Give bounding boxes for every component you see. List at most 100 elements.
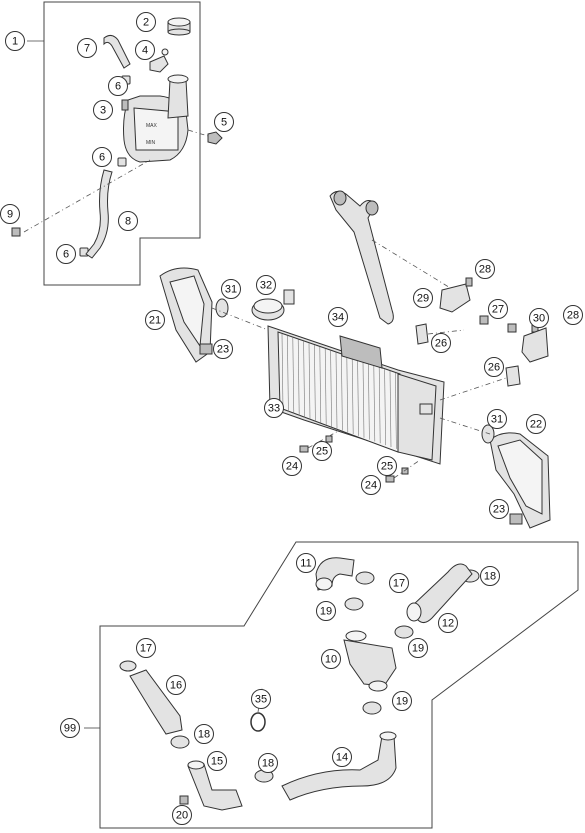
- callout-circle: [529, 308, 549, 328]
- callout-circle: [92, 147, 112, 167]
- callout-circle: [77, 38, 97, 58]
- callout-label: 21: [149, 315, 161, 327]
- callout-circle: [135, 40, 155, 60]
- o-ring: [250, 712, 266, 732]
- callout-circle: [377, 456, 397, 476]
- callout-circle: [166, 675, 186, 695]
- callout-label: 31: [225, 284, 237, 296]
- thermostat: [343, 630, 397, 692]
- callout-circle: [172, 805, 192, 825]
- callout-label: 18: [484, 571, 496, 583]
- callout-circle: [361, 475, 381, 495]
- callout-circle: [389, 573, 409, 593]
- callout-c27: 27: [488, 299, 508, 319]
- callout-c29: 29: [413, 288, 433, 308]
- callout-circle: [563, 305, 583, 325]
- callout-label: 20: [176, 810, 188, 822]
- callout-label: 11: [300, 558, 311, 570]
- callout-circle: [264, 398, 284, 418]
- callout-circle: [484, 357, 504, 377]
- callout-label: 23: [217, 344, 229, 356]
- callout-label: 30: [533, 313, 545, 325]
- callout-circle: [207, 751, 227, 771]
- callout-circle: [60, 718, 80, 738]
- callout-c16: 16: [166, 675, 186, 695]
- callout-label: 24: [365, 480, 377, 492]
- expansion-tank: MAX MIN: [123, 74, 189, 163]
- callout-label: 6: [99, 152, 105, 164]
- hose-lower: [281, 735, 397, 801]
- expansion-tank-cap: [167, 17, 191, 36]
- callout-c30: 30: [529, 308, 549, 328]
- callout-circle: [256, 275, 276, 295]
- callout-c11: 11: [296, 553, 316, 573]
- callout-circle: [136, 638, 156, 658]
- callout-circle: [431, 333, 451, 353]
- svg-text:MIN: MIN: [146, 140, 156, 146]
- radiator: [267, 325, 445, 465]
- callout-label: 5: [221, 117, 227, 129]
- callout-label: 99: [64, 723, 76, 735]
- callout-circle: [93, 100, 113, 120]
- callout-label: 6: [63, 249, 69, 261]
- hose-lower-left: [129, 669, 183, 735]
- callout-c24b: 24: [361, 475, 381, 495]
- callout-c23a: 23: [213, 339, 233, 359]
- hose-group-frame: [99, 541, 579, 829]
- callout-c31a: 31: [221, 279, 241, 299]
- callout-c22: 22: [526, 414, 546, 434]
- callout-label: 14: [336, 752, 348, 764]
- radiator-upper-bracket: [329, 190, 394, 325]
- callout-circle: [489, 499, 509, 519]
- callout-circle: [316, 601, 336, 621]
- callout-c12: 12: [438, 613, 458, 633]
- callout-label: 12: [442, 618, 454, 630]
- callout-c10: 10: [321, 649, 341, 669]
- callout-c6c: 6: [56, 244, 76, 264]
- callout-c6a: 6: [108, 76, 128, 96]
- hose-upper-right: [411, 563, 473, 624]
- callout-label: 17: [393, 578, 405, 590]
- hose-clamps: [119, 569, 480, 783]
- callout-label: 10: [325, 654, 337, 666]
- callout-circle: [328, 307, 348, 327]
- callout-label: 19: [412, 643, 424, 655]
- callout-label: 2: [143, 17, 149, 29]
- callout-c19b: 19: [408, 638, 428, 658]
- callout-c18b: 18: [194, 724, 214, 744]
- callout-c19a: 19: [316, 601, 336, 621]
- callout-circle: [194, 724, 214, 744]
- callout-label: 35: [255, 694, 267, 706]
- callout-c15: 15: [207, 751, 227, 771]
- callout-circle: [0, 204, 20, 224]
- callout-label: 3: [100, 105, 106, 117]
- callout-label: 7: [84, 43, 90, 55]
- callout-label: 17: [140, 643, 152, 655]
- callout-label: 19: [396, 696, 408, 708]
- callout-label: 4: [142, 45, 148, 57]
- callout-c26b: 26: [484, 357, 504, 377]
- callout-label: 1: [12, 36, 18, 48]
- tank-bracket: [149, 48, 169, 73]
- callout-label: 22: [530, 419, 542, 431]
- callout-c31b: 31: [487, 409, 507, 429]
- callout-circle: [526, 414, 546, 434]
- callout-c7: 7: [77, 38, 97, 58]
- callout-circle: [413, 288, 433, 308]
- callout-c17a: 17: [389, 573, 409, 593]
- callout-c18c: 18: [258, 753, 278, 773]
- callout-circle: [408, 638, 428, 658]
- callout-c24a: 24: [282, 456, 302, 476]
- callout-c32: 32: [256, 275, 276, 295]
- callout-circle: [258, 753, 278, 773]
- callout-circle: [438, 613, 458, 633]
- callout-c1: 1: [5, 31, 25, 51]
- callout-c3: 3: [93, 100, 113, 120]
- callout-c9: 9: [0, 204, 20, 224]
- callout-label: 9: [7, 209, 13, 221]
- callout-c14: 14: [332, 747, 352, 767]
- callout-circle: [221, 279, 241, 299]
- coolant-pipe: [187, 763, 243, 811]
- callout-c17b: 17: [136, 638, 156, 658]
